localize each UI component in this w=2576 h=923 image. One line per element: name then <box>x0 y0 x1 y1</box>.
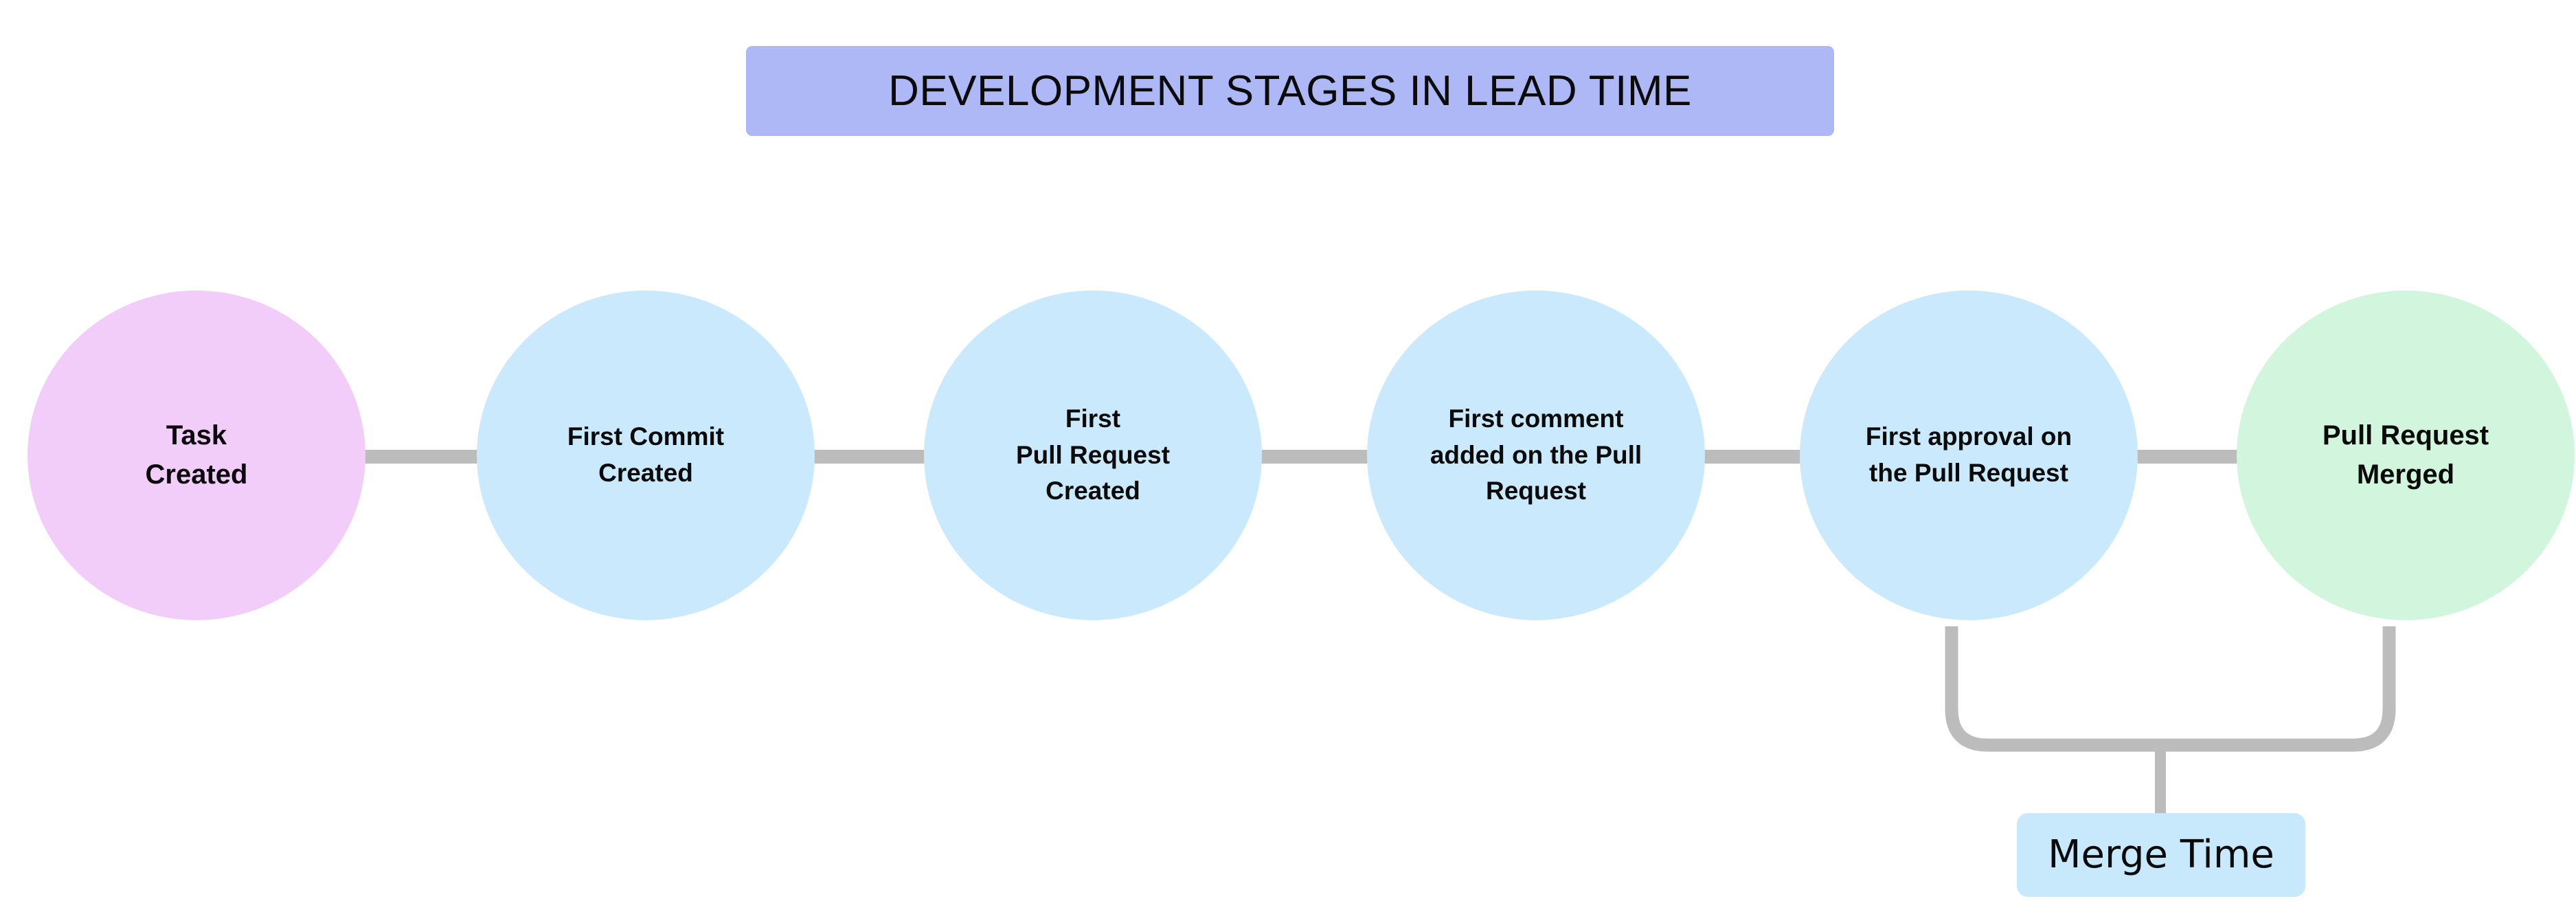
merge-time-bracket <box>1945 626 2396 752</box>
page-title-text: DEVELOPMENT STAGES IN LEAD TIME <box>888 67 1692 115</box>
page-title: DEVELOPMENT STAGES IN LEAD TIME <box>746 46 1834 136</box>
stage-node-first-commit[interactable]: First Commit Created <box>477 290 815 620</box>
stage-label: First Commit Created <box>567 422 725 487</box>
stage-label: First approval on the Pull Request <box>1865 422 2072 487</box>
connector-4-5 <box>1686 450 1814 464</box>
connector-5-6 <box>2123 450 2250 464</box>
merge-time-callout[interactable]: Merge Time <box>2017 813 2305 897</box>
stage-node-first-approval[interactable]: First approval on the Pull Request <box>1800 290 2138 620</box>
stage-label: Pull Request Merged <box>2322 420 2489 490</box>
stage-label: Task Created <box>145 420 248 490</box>
stage-node-first-comment[interactable]: First comment added on the Pull Request <box>1367 290 1705 620</box>
stage-node-pull-request-merged[interactable]: Pull Request Merged <box>2237 290 2575 620</box>
merge-time-label: Merge Time <box>2048 832 2274 877</box>
stage-label: First Pull Request Created <box>1015 404 1171 505</box>
connector-2-3 <box>801 450 937 464</box>
stage-label: First comment added on the Pull Request <box>1430 404 1642 505</box>
stage-node-task-created[interactable]: Task Created <box>27 290 365 620</box>
merge-time-stem <box>2155 745 2166 817</box>
connector-1-2 <box>353 450 490 464</box>
connector-3-4 <box>1249 450 1381 464</box>
stage-node-first-pull-request[interactable]: First Pull Request Created <box>924 290 1262 620</box>
